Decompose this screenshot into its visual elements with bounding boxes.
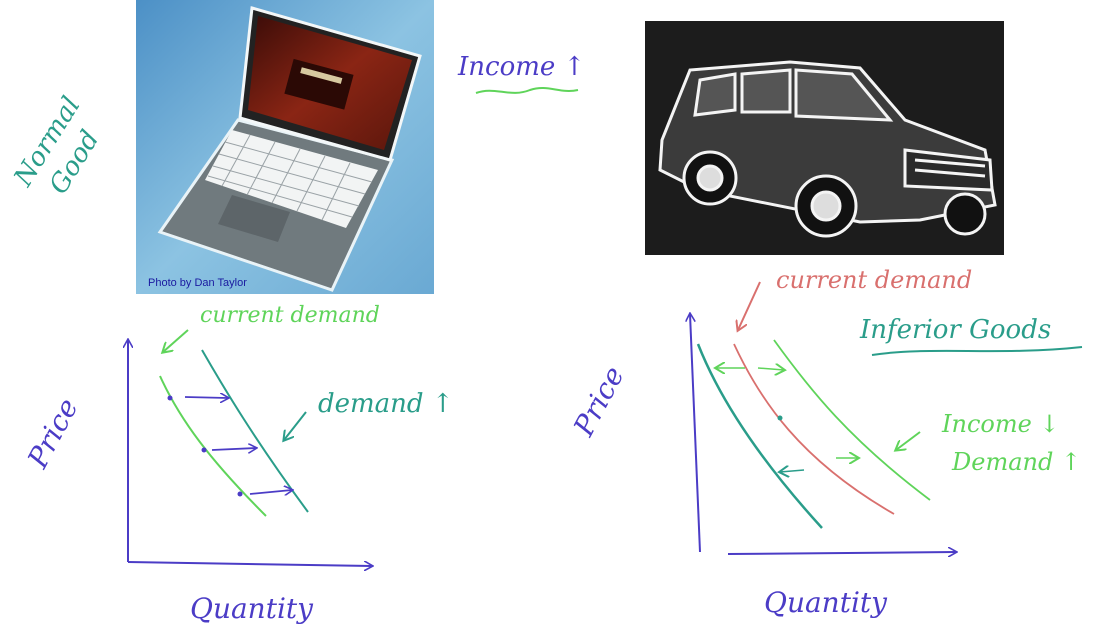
left-xlabel: Quantity	[190, 592, 314, 625]
left-demand-point	[167, 395, 173, 401]
left-demand-point	[201, 447, 207, 453]
income-up-label: Income ↑	[457, 52, 585, 82]
inferior-goods-underline	[871, 346, 1083, 356]
left-current-demand-label: current demand	[200, 303, 380, 328]
laptop-photo: Photo by Dan Taylor	[136, 0, 434, 294]
left-demand-up-label: demand ↑	[318, 389, 454, 419]
inferior-goods-label: Inferior Goods	[859, 315, 1051, 345]
demand-up-label: Demand ↑	[951, 448, 1081, 476]
right-current-demand-label: current demand	[776, 266, 972, 294]
right-x-axis	[727, 552, 956, 554]
right-decreased-demand-curve	[696, 343, 823, 529]
laptop-icon	[157, 6, 422, 292]
photo-credit: Photo by Dan Taylor	[148, 277, 247, 289]
income-underline	[475, 87, 579, 94]
right-current-demand-curve	[733, 343, 895, 515]
income-down-arrow	[896, 431, 921, 450]
left-x-axis	[127, 562, 372, 566]
left-shift-arrow	[249, 490, 292, 494]
right-shift-arrow-left	[780, 470, 805, 472]
right-ylabel: Price	[567, 361, 631, 442]
left-shift-arrow	[211, 448, 256, 450]
left-shift-arrow	[184, 397, 228, 398]
right-current-demand-arrow	[738, 281, 761, 330]
right-shift-arrow-right	[757, 368, 784, 370]
right-demand-point	[777, 415, 783, 421]
left-demand-up-arrow	[284, 411, 307, 440]
car-photo	[645, 21, 1004, 255]
left-demand-point	[237, 491, 243, 497]
income-down-label: Income ↓	[941, 410, 1060, 438]
right-y-axis	[690, 314, 701, 553]
left-ylabel: Price	[21, 393, 85, 474]
left-current-demand-curve	[159, 375, 267, 517]
right-increased-demand-curve	[773, 339, 931, 501]
left-current-demand-arrow	[163, 329, 189, 352]
car-icon	[658, 60, 997, 238]
normal-good-label: Normal Good	[8, 92, 106, 200]
right-xlabel: Quantity	[764, 586, 888, 619]
chart-left: Price Quantity current demand demand ↑	[21, 303, 454, 625]
